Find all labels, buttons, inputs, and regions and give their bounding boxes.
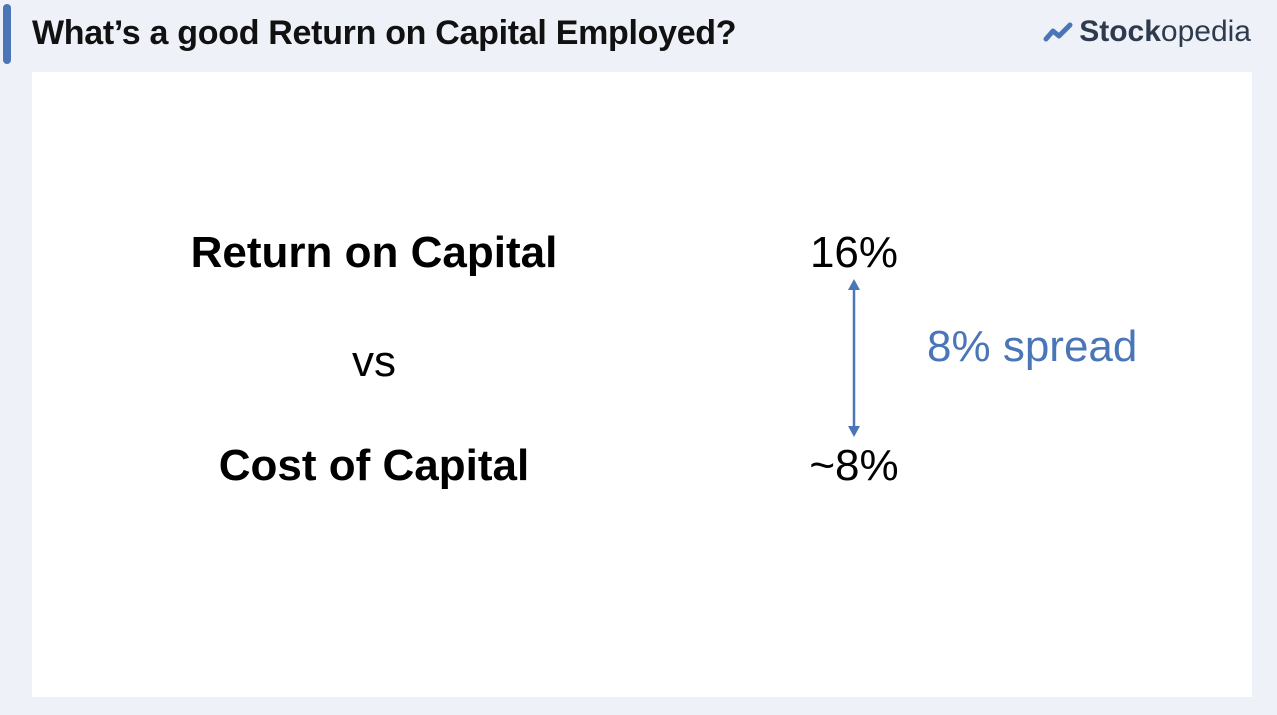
slide-content: Return on Capital vs Cost of Capital 16%…	[32, 72, 1252, 697]
slide-title: What’s a good Return on Capital Employed…	[32, 14, 737, 52]
cost-of-capital-label: Cost of Capital	[218, 441, 530, 490]
vs-label: vs	[352, 337, 396, 386]
return-on-capital-label: Return on Capital	[190, 228, 558, 277]
stockopedia-chart-icon	[1043, 21, 1073, 43]
brand-logo: Stockopedia	[1043, 12, 1251, 52]
brand-name-bold: Stock	[1079, 15, 1161, 48]
spread-label: 8% spread	[927, 322, 1138, 371]
title-accent-bar	[3, 4, 11, 64]
return-value: 16%	[809, 228, 899, 277]
double-arrow-icon	[848, 279, 860, 437]
brand-name-regular: opedia	[1160, 15, 1251, 48]
brand-wordmark: Stockopedia	[1079, 12, 1251, 52]
cost-value: ~8%	[809, 441, 899, 490]
